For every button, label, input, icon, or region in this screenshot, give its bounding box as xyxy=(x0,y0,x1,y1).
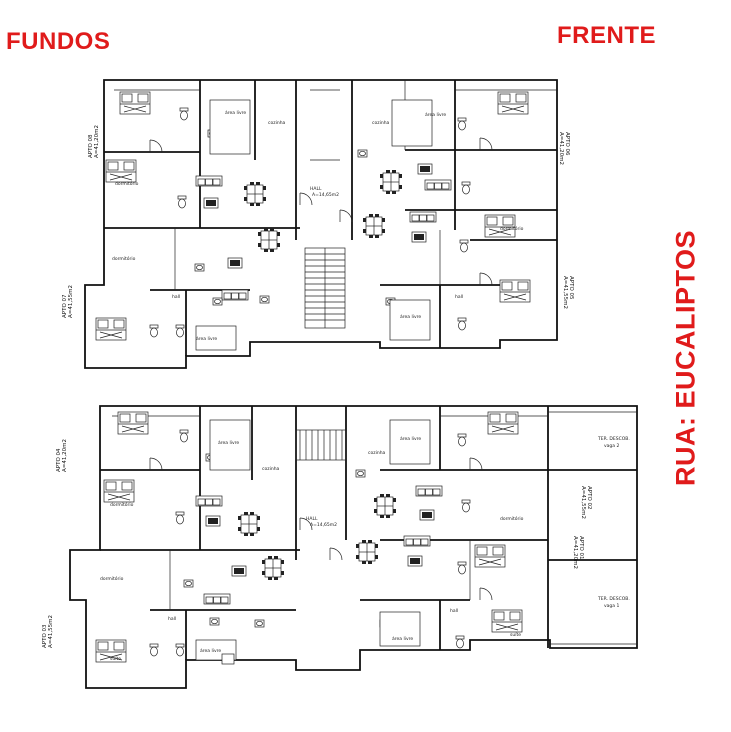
svg-text:cozinha: cozinha xyxy=(262,466,280,472)
svg-text:TER. DESCOB.: TER. DESCOB. xyxy=(597,596,630,602)
svg-text:vaga 1: vaga 1 xyxy=(604,603,619,609)
svg-text:APTO 02: APTO 02 xyxy=(586,486,592,510)
rear-side-label: FUNDOS xyxy=(6,28,111,55)
lower-floor-plan: área livre área livre dormitório dormitó… xyxy=(42,405,638,689)
svg-text:dormitório: dormitório xyxy=(115,180,139,187)
svg-text:suíte: suíte xyxy=(510,631,521,638)
apto-06-label: APTO 06 A=41,20m2 xyxy=(558,132,570,165)
svg-text:APTO 07: APTO 07 xyxy=(62,294,68,318)
apto-04-label: APTO 04 A=41,20m2 xyxy=(56,439,68,472)
svg-text:A=41,20m2: A=41,20m2 xyxy=(62,439,68,472)
apto-02-label: APTO 02 A=41,55m2 xyxy=(580,486,592,519)
apto-05-label: APTO 05 A=41,55m2 xyxy=(562,276,574,309)
svg-text:A=41,55m2: A=41,55m2 xyxy=(68,285,74,318)
svg-text:hall: hall xyxy=(168,616,176,622)
svg-text:dormitório: dormitório xyxy=(110,501,134,508)
svg-text:A=41,55m2: A=41,55m2 xyxy=(562,276,568,309)
svg-text:APTO 05: APTO 05 xyxy=(568,276,574,300)
svg-text:área livre: área livre xyxy=(425,111,446,118)
apto-08-label: APTO 08 A=41,20m2 xyxy=(88,125,100,158)
svg-text:hall: hall xyxy=(172,294,180,300)
svg-text:cozinha: cozinha xyxy=(368,450,386,456)
upper-floor-plan: área livre área livre dormitório dormitó… xyxy=(62,79,574,369)
svg-text:cozinha: cozinha xyxy=(268,120,286,126)
svg-text:suíte: suíte xyxy=(110,655,121,662)
svg-text:área livre: área livre xyxy=(218,439,239,446)
svg-text:hall: hall xyxy=(455,294,463,300)
front-side-label: FRENTE xyxy=(557,22,656,49)
apto-01-label: APTO 01 A=41,20m2 xyxy=(572,536,584,569)
svg-text:A=41,20m2: A=41,20m2 xyxy=(558,132,564,165)
svg-text:área livre: área livre xyxy=(196,335,217,342)
svg-text:APTO 03: APTO 03 xyxy=(42,624,48,648)
svg-text:TER. DESCOB.: TER. DESCOB. xyxy=(597,436,630,442)
svg-text:HALL: HALL xyxy=(310,186,322,192)
svg-text:A=41,55m2: A=41,55m2 xyxy=(580,486,586,519)
svg-text:HALL: HALL xyxy=(306,516,318,522)
svg-text:dormitório: dormitório xyxy=(112,255,136,262)
svg-text:dormitório: dormitório xyxy=(500,515,524,522)
svg-text:área livre: área livre xyxy=(400,435,421,442)
svg-text:A=14,65m2: A=14,65m2 xyxy=(312,192,339,198)
svg-text:APTO 08: APTO 08 xyxy=(88,134,94,158)
svg-text:cozinha: cozinha xyxy=(372,120,390,126)
svg-text:APTO 06: APTO 06 xyxy=(564,132,570,156)
svg-text:vaga 2: vaga 2 xyxy=(604,443,619,449)
svg-text:A=14,65m2: A=14,65m2 xyxy=(310,522,337,528)
svg-text:área livre: área livre xyxy=(225,109,246,116)
apto-03-label: APTO 03 A=41,55m2 xyxy=(42,615,54,648)
svg-text:A=41,55m2: A=41,55m2 xyxy=(48,615,54,648)
svg-text:dormitório: dormitório xyxy=(100,575,124,582)
apto-07-label: APTO 07 A=41,55m2 xyxy=(62,285,74,318)
svg-text:APTO 01: APTO 01 xyxy=(578,536,584,560)
svg-text:área livre: área livre xyxy=(200,647,221,654)
svg-text:A=41,20m2: A=41,20m2 xyxy=(94,125,100,158)
svg-text:área livre: área livre xyxy=(400,313,421,320)
svg-text:área livre: área livre xyxy=(392,635,413,642)
svg-text:A=41,20m2: A=41,20m2 xyxy=(572,536,578,569)
svg-text:hall: hall xyxy=(450,608,458,614)
svg-text:dormitório: dormitório xyxy=(500,225,524,232)
svg-text:APTO 04: APTO 04 xyxy=(56,448,62,472)
